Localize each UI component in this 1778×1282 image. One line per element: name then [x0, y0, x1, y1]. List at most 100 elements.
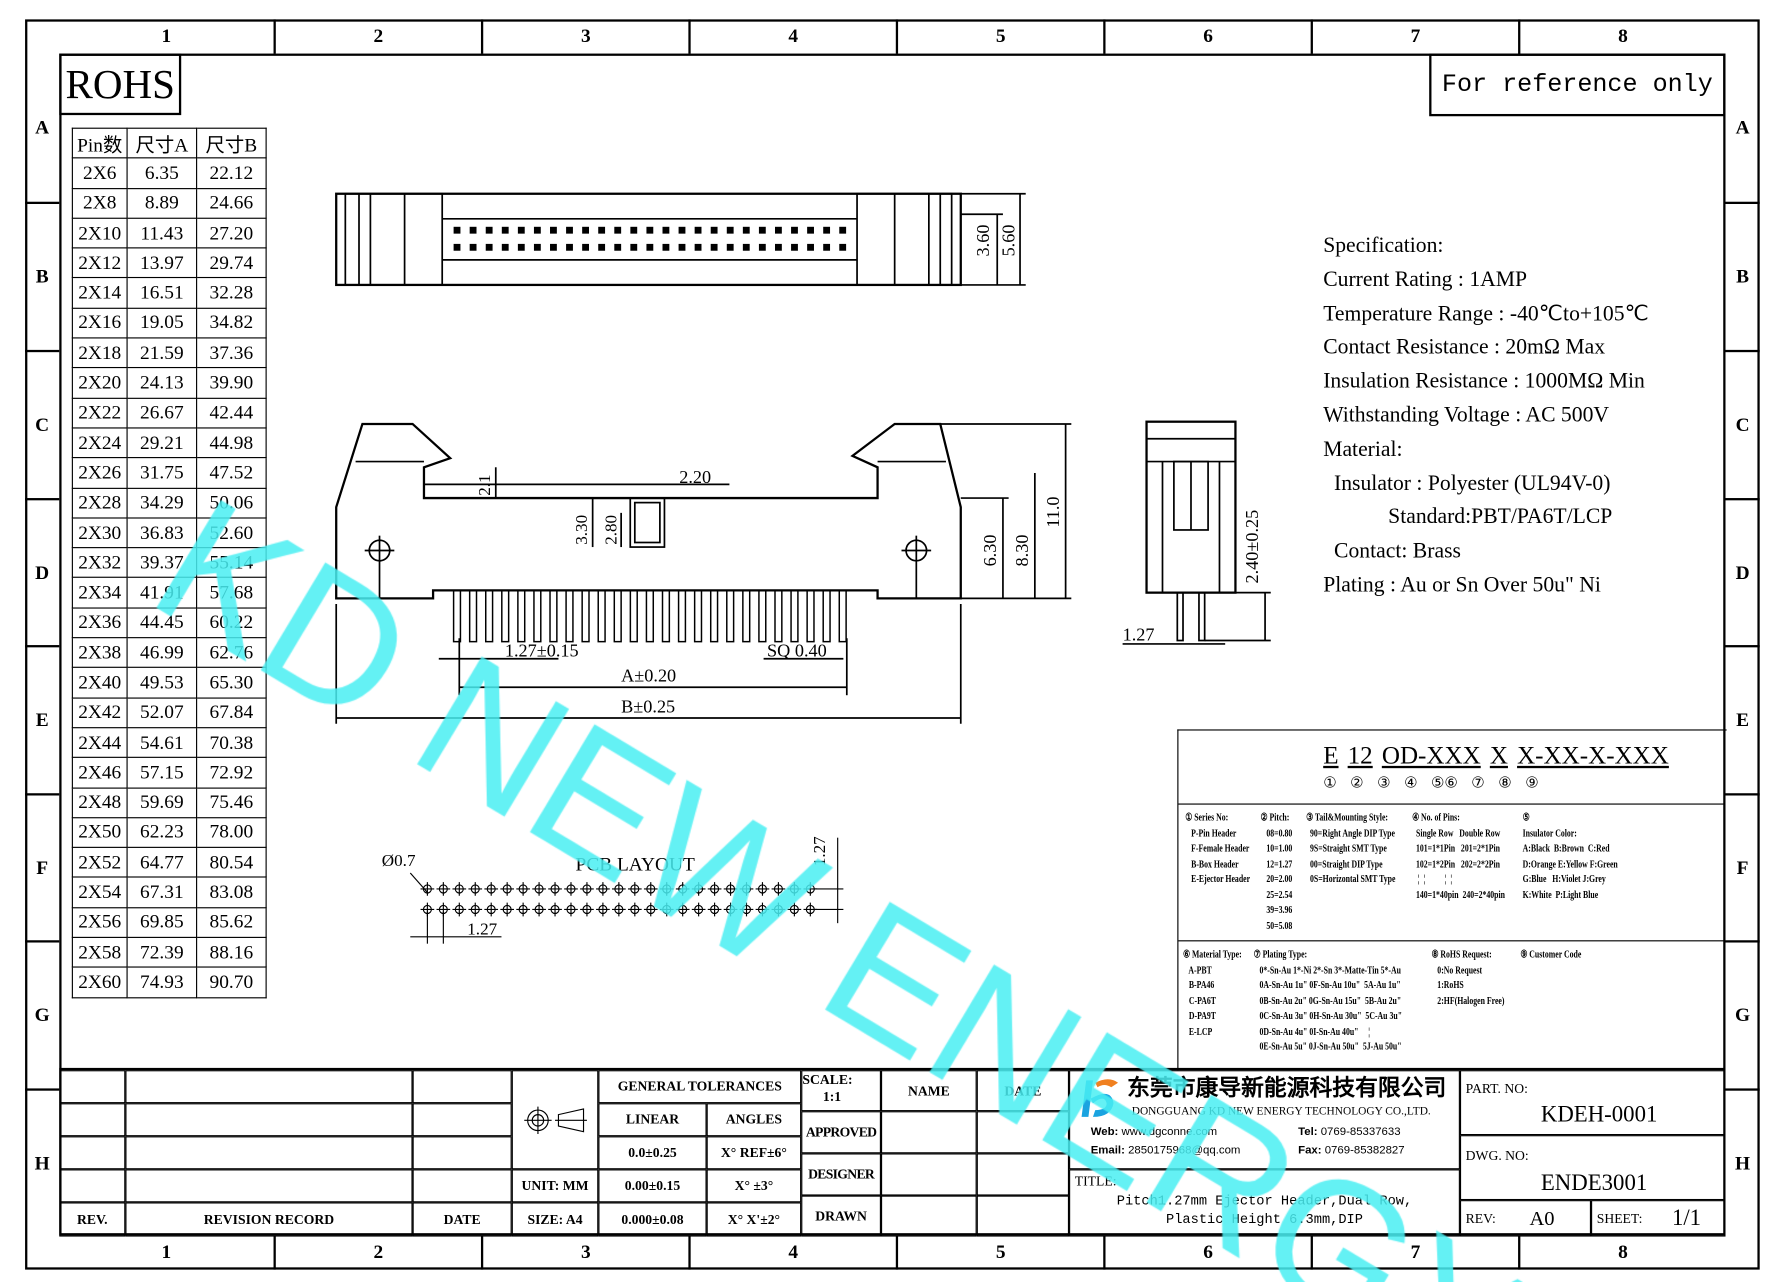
pcb-hole-center: [787, 882, 802, 896]
dim-2-80: 2.80: [602, 515, 621, 545]
pcb-hole-center: [436, 882, 451, 896]
contact-square: [485, 226, 493, 234]
contact-square: [742, 243, 750, 251]
pcb-hole-center: [580, 882, 594, 896]
contact-square: [582, 226, 589, 234]
tel-label: Tel:: [1298, 1126, 1318, 1139]
pin: [501, 589, 510, 643]
pin: [565, 589, 574, 643]
pcb-hole-center: [500, 902, 515, 917]
pcb-hole-center: [532, 902, 546, 917]
pcb-hole-center: [532, 882, 546, 896]
pcb-hole-center: [675, 902, 690, 917]
spec-line: Insulator : Polyester (UL94V-0): [1323, 471, 1611, 496]
contact-square: [774, 226, 782, 234]
code-index: ⑤⑥: [1431, 773, 1458, 791]
spec-line: Withstanding Voltage : AC 500V: [1323, 403, 1610, 428]
top-view-contacts: [453, 226, 847, 251]
contact-square: [758, 226, 766, 234]
pcb-hole-center: [516, 902, 530, 917]
part-no-label: PART. NO:: [1465, 1080, 1528, 1097]
title-label: TITLE:: [1074, 1172, 1117, 1189]
pin: [774, 589, 783, 643]
spec-line: Standard:PBT/PA6T/LCP: [1323, 505, 1613, 530]
angles-header: ANGLES: [706, 1103, 802, 1137]
rev-header: REV.: [59, 1202, 126, 1237]
revision-record-header: REVISION RECORD: [125, 1202, 413, 1237]
contact-square: [453, 243, 461, 251]
pcb-hole-center: [659, 902, 674, 917]
pcb-hole-center: [691, 902, 706, 917]
dim-a: A±0.20: [621, 666, 676, 686]
rev-cell: REV: A0: [1459, 1200, 1592, 1237]
pin: [645, 589, 655, 643]
company-name-cn: 东莞市康导新能源科技有限公司: [1127, 1073, 1447, 1101]
name-header: NAME: [880, 1070, 977, 1112]
rev-value: A0: [1529, 1206, 1555, 1230]
pcb-hole-center: [564, 882, 578, 896]
contact-square: [550, 226, 557, 234]
fax-value: 0769-85382827: [1324, 1144, 1405, 1157]
legend-rohs: ⑧ RoHS Request: 0:No Request 1:RoHS 2:HF…: [1431, 948, 1505, 1006]
contact-square: [614, 226, 622, 234]
code-index: ③: [1377, 773, 1391, 791]
contact-square: [646, 243, 654, 251]
sheet-value: 1/1: [1671, 1205, 1702, 1231]
legend-tail: ③ Tail&Mounting Style: 90=Right Angle DI…: [1306, 811, 1396, 885]
dim-hole-dia: Ø0.7: [382, 851, 416, 870]
spec-line: Material:: [1323, 437, 1403, 462]
pcb-hole-center: [580, 902, 594, 917]
contact-square: [726, 243, 734, 251]
pcb-hole-center: [771, 902, 786, 917]
code-segment: X-XX-X-XXX: [1517, 740, 1669, 770]
pcb-hole-center: [484, 902, 499, 917]
pin: [629, 589, 638, 643]
pcb-hole-center: [468, 902, 483, 917]
contact-square: [469, 243, 477, 251]
pin: [726, 589, 735, 643]
dwg-no-cell: DWG. NO: ENDE3001: [1459, 1135, 1726, 1201]
dwg-no-label: DWG. NO:: [1465, 1147, 1529, 1164]
pcb-hole-center: [739, 902, 754, 917]
spec-line: Specification:: [1323, 233, 1444, 258]
spec-line: Contact: Brass: [1323, 539, 1461, 564]
pin: [517, 589, 526, 643]
angle-tol-2: X° ±3°: [706, 1169, 802, 1203]
contact-square: [517, 226, 525, 234]
pin: [806, 589, 815, 643]
legend-color: ⑤ Insulator Color: A:Black B:Brown C:Red…: [1522, 811, 1618, 900]
general-tolerances: GENERAL TOLERANCES: [598, 1070, 802, 1104]
pcb-hole-center: [675, 882, 690, 896]
contact-square: [839, 226, 847, 234]
spec-line: Temperature Range : -40℃to+105℃: [1323, 301, 1649, 326]
pcb-hole-center: [659, 882, 674, 896]
part-no-value: KDEH-0001: [1540, 1102, 1658, 1128]
pin: [693, 589, 703, 643]
pin: [709, 589, 719, 643]
drawn-label: DRAWN: [801, 1195, 881, 1237]
legend-material: ⑥ Material Type: A-PBT B-PA46 C-PA6T D-P…: [1183, 948, 1242, 1037]
approved-label: APPROVED: [801, 1111, 881, 1154]
linear-tol-1: 0.0±0.25: [598, 1136, 707, 1170]
fax-label: Fax:: [1298, 1144, 1322, 1157]
pcb-hole-center: [627, 882, 642, 896]
linear-tol-2: 0.00±0.15: [598, 1169, 707, 1203]
pcb-hole-center: [548, 882, 562, 896]
contact-square: [823, 243, 831, 251]
third-angle-projection-icon: [524, 1106, 587, 1134]
pin: [597, 589, 606, 643]
email-label: Email:: [1090, 1144, 1125, 1157]
pcb-hole-center: [627, 902, 642, 917]
pin: [581, 589, 590, 643]
contact-square: [791, 243, 798, 251]
legend-series: ① Series No: P-Pin Header F-Female Heade…: [1185, 811, 1251, 885]
contact-square: [726, 226, 734, 234]
contact-square: [582, 243, 589, 251]
pcb-hole-center: [755, 902, 770, 917]
contact-square: [807, 226, 814, 234]
dim-11-0: 11.0: [1043, 496, 1063, 527]
revision-date-header: DATE: [412, 1202, 512, 1237]
